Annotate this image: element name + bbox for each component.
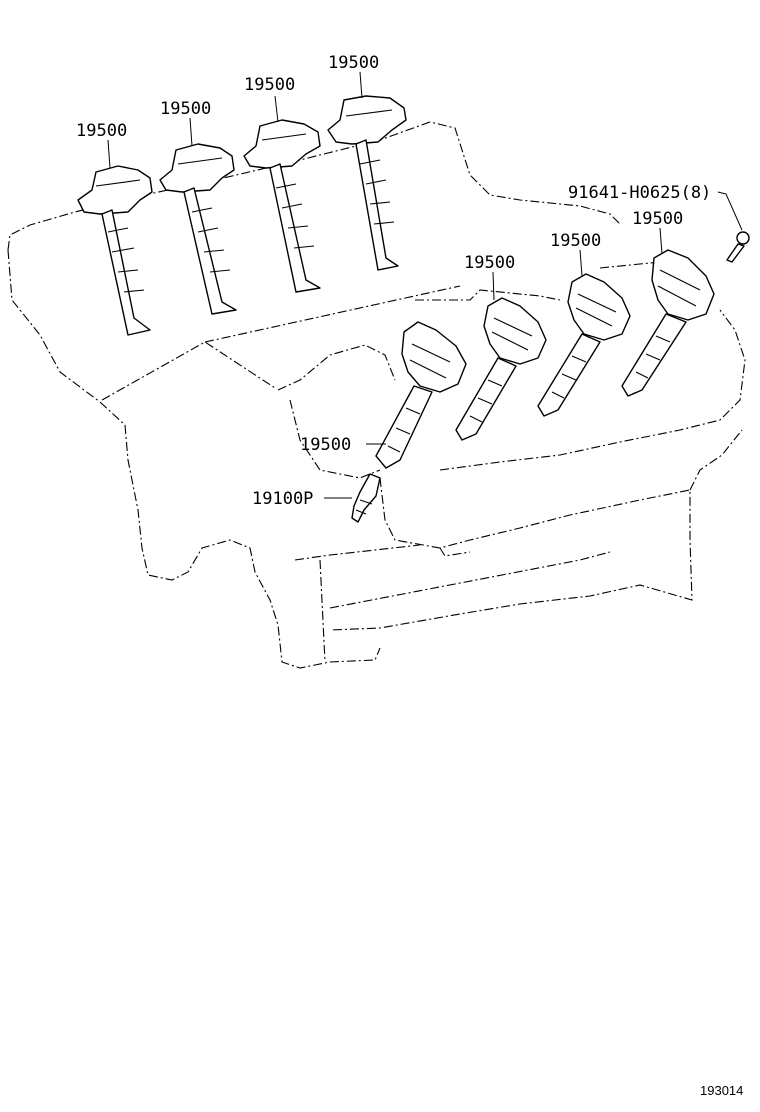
part-labels: 19500 19500 19500 19500 19500 19500 1950… <box>76 53 711 509</box>
ignition-coil-front-1 <box>375 321 467 469</box>
ignition-coil-back-3 <box>243 119 321 293</box>
ignition-coil-back-2 <box>159 143 237 315</box>
ignition-coil-front-2 <box>455 297 547 441</box>
label-coil-front-3: 19500 <box>550 231 601 251</box>
ignition-coil-front-3 <box>537 273 631 417</box>
engine-block-outline <box>7 121 746 669</box>
figure-number: 193014 <box>700 1083 743 1098</box>
label-coil-back-3: 19500 <box>244 75 295 95</box>
ignition-coil-back-4 <box>327 95 407 271</box>
label-coil-back-1: 19500 <box>76 121 127 141</box>
label-bolt: 91641-H0625(8) <box>568 183 711 203</box>
label-coil-back-2: 19500 <box>160 99 211 119</box>
label-coil-front-4: 19500 <box>632 209 683 229</box>
ignition-coil-back-1 <box>77 165 153 336</box>
label-spark-plug: 19100P <box>252 489 313 509</box>
bolt <box>726 231 750 263</box>
label-coil-back-4: 19500 <box>328 53 379 73</box>
label-coil-front-2: 19500 <box>464 253 515 273</box>
ignition-coil-front-4 <box>621 249 715 397</box>
label-coil-front-1: 19500 <box>300 435 351 455</box>
spark-plug <box>351 473 381 523</box>
leader-lines <box>107 71 743 499</box>
